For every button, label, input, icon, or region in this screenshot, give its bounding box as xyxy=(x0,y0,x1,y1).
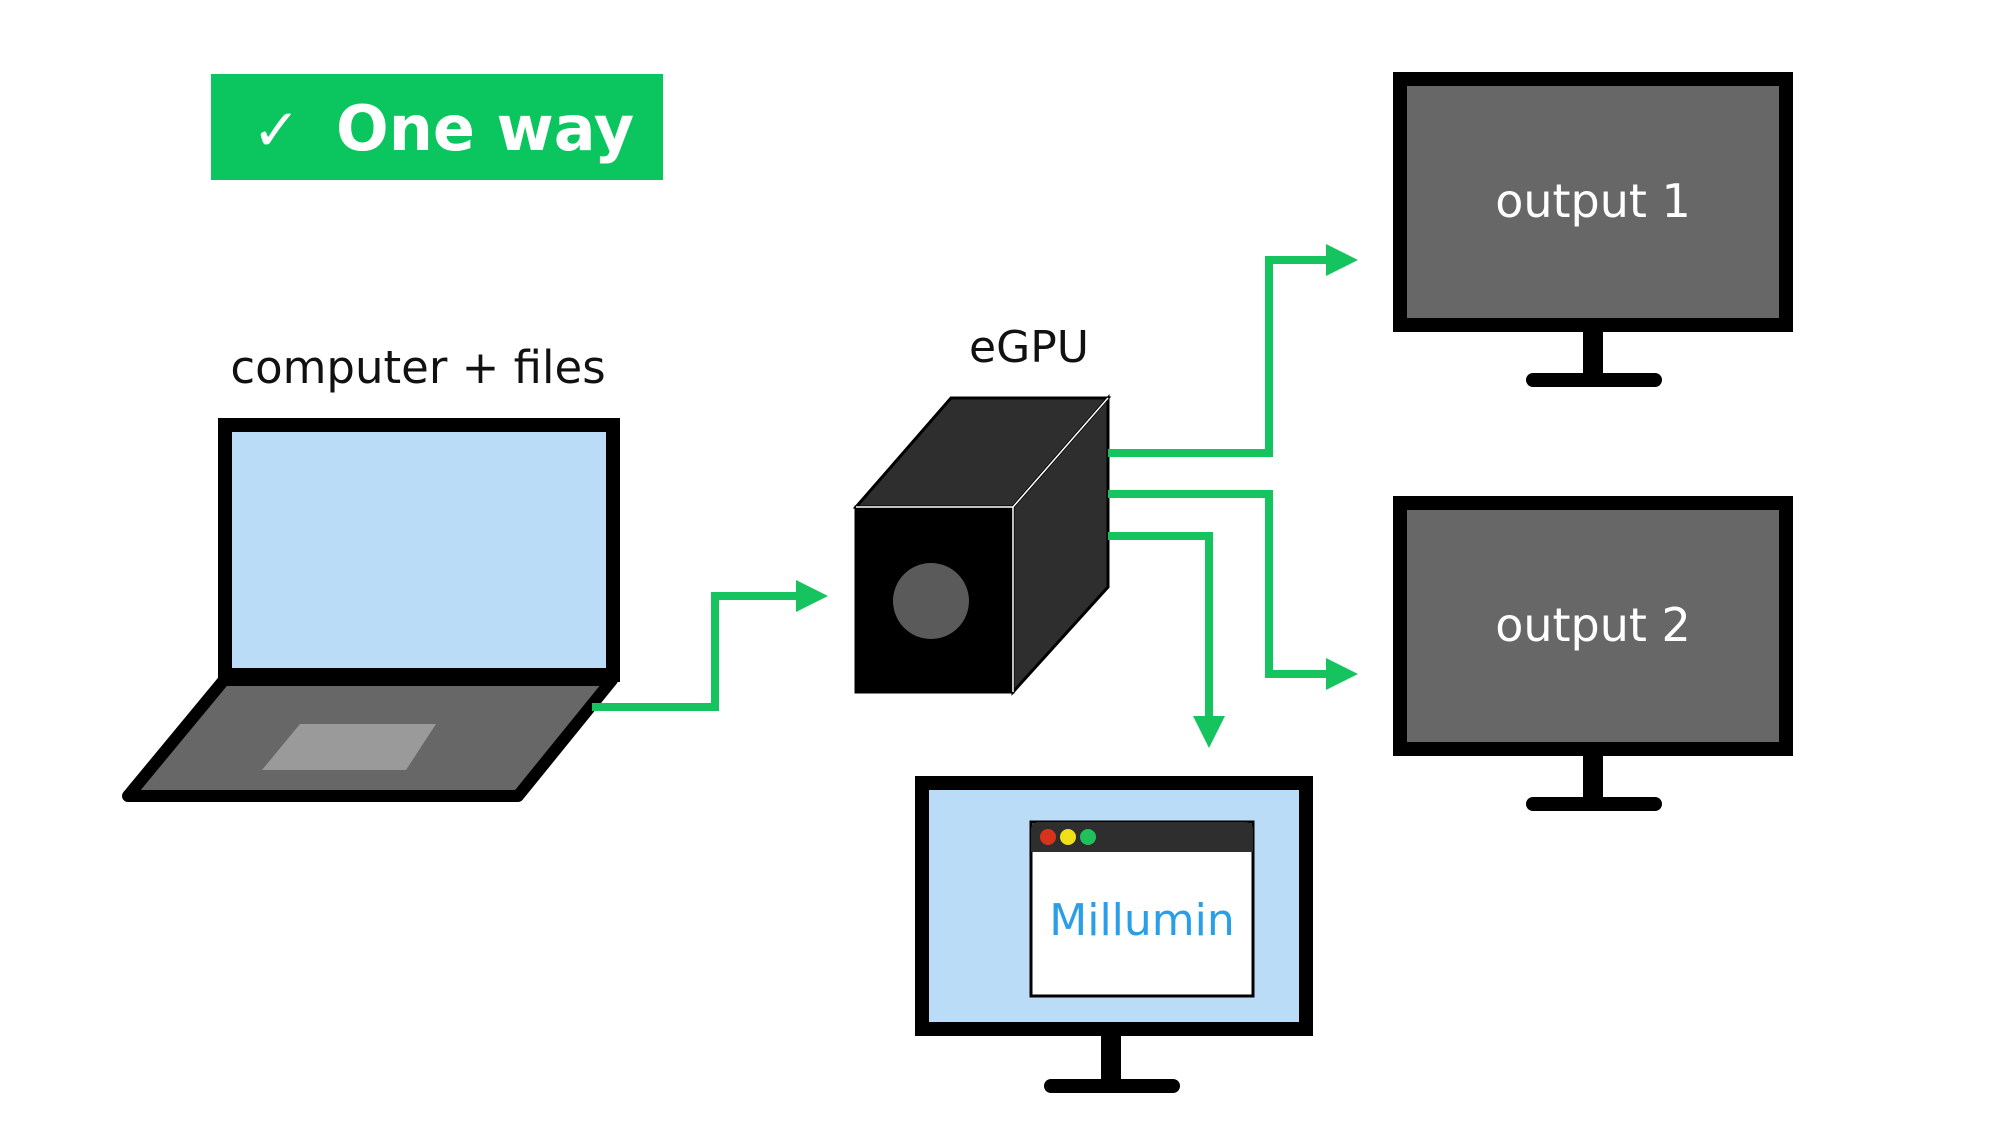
badge-background xyxy=(211,74,663,180)
app-window-icon xyxy=(1029,820,1255,998)
output-2-label: output 2 xyxy=(1495,598,1691,652)
control-monitor-stand-foot xyxy=(1044,1079,1180,1093)
laptop-icon xyxy=(122,418,620,802)
output-1-monitor-icon xyxy=(1393,72,1793,387)
laptop-trackpad xyxy=(262,724,436,770)
output-1-stand-foot xyxy=(1526,373,1662,387)
output-2-stand-neck xyxy=(1583,756,1603,802)
window-close-dot xyxy=(1040,829,1056,845)
output-1-screen xyxy=(1393,72,1793,332)
arrow-egpu-to-output1 xyxy=(1108,244,1358,457)
output-2-monitor-icon xyxy=(1393,496,1793,811)
arrow-egpu-to-control-monitor xyxy=(1108,532,1225,748)
control-monitor-stand-neck xyxy=(1101,1036,1121,1084)
connection-arrows xyxy=(592,244,1358,748)
output-2-screen xyxy=(1393,496,1793,756)
egpu-fan xyxy=(893,563,969,639)
laptop-screen xyxy=(218,418,620,682)
output-2-stand-foot xyxy=(1526,797,1662,811)
output-1-stand-neck xyxy=(1583,332,1603,378)
window-minimize-dot xyxy=(1060,829,1076,845)
computer-label: computer + files xyxy=(230,341,605,394)
badge-text: One way xyxy=(336,92,634,165)
egpu-box-icon xyxy=(852,393,1112,696)
egpu-label: eGPU xyxy=(969,322,1089,373)
egpu-edge-diagonal xyxy=(1012,397,1109,508)
one-way-badge: ✓ One way xyxy=(211,74,663,180)
check-icon: ✓ xyxy=(252,96,301,164)
arrow-egpu-to-output2 xyxy=(1108,490,1358,690)
window-zoom-dot xyxy=(1080,829,1096,845)
app-label: Millumin xyxy=(1049,895,1235,946)
arrow-laptop-to-egpu xyxy=(592,580,828,711)
output-1-label: output 1 xyxy=(1495,174,1691,228)
